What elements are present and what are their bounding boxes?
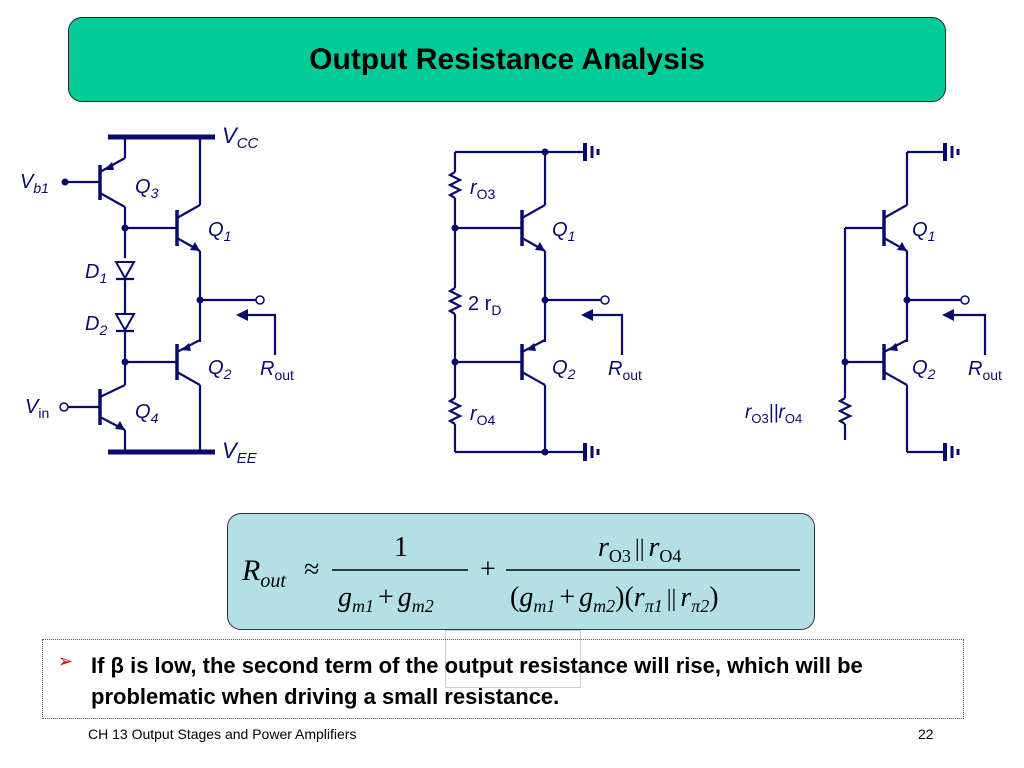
ro3-resistor bbox=[447, 171, 463, 199]
mid-rout-arrow bbox=[581, 309, 593, 321]
q1-arrow bbox=[190, 242, 200, 251]
q1-collector bbox=[176, 204, 201, 219]
mid-q2-label: Q2 bbox=[552, 357, 576, 382]
vcc-label: VCC bbox=[222, 123, 259, 152]
q4-label: Q4 bbox=[135, 401, 159, 426]
rout-label: Rout bbox=[260, 358, 294, 383]
footer-chapter: CH 13 Output Stages and Power Amplifiers bbox=[88, 726, 357, 742]
formula-den2: (gm1+gm2)(rπ1||rπ2) bbox=[510, 582, 719, 616]
q1-label: Q1 bbox=[208, 219, 231, 244]
mid-rout-label: Rout bbox=[608, 358, 642, 383]
title-banner: Output Resistance Analysis bbox=[68, 17, 946, 102]
right-q2-collector bbox=[883, 371, 908, 386]
right-q1-arrow bbox=[897, 242, 907, 251]
right-rout-arrow bbox=[942, 309, 954, 321]
right-rout-label: Rout bbox=[968, 358, 1002, 383]
note-inner-frame bbox=[445, 630, 581, 688]
right-circuit: rO3||rO4 Q1 Rout Q2 bbox=[745, 143, 1002, 461]
formula-lhs: Rout bbox=[241, 554, 286, 592]
vb1-label: Vb1 bbox=[20, 171, 49, 196]
q2-label: Q2 bbox=[208, 357, 232, 382]
bullet-arrow-icon: ➢ bbox=[58, 651, 74, 672]
ro4-resistor bbox=[447, 397, 463, 425]
rout-arrow bbox=[236, 309, 248, 321]
left-circuit: VCC VEE Vb1 Q3 Q1 D1 D2 bbox=[20, 123, 294, 467]
q4-arrow bbox=[115, 421, 125, 430]
d2-diode bbox=[114, 313, 136, 333]
right-rout-arrow-line bbox=[946, 313, 987, 355]
vin-terminal bbox=[59, 402, 69, 412]
mid-output-terminal bbox=[600, 295, 610, 305]
mid-q1-collector bbox=[521, 204, 546, 219]
formula-num2: rO3||rO4 bbox=[598, 532, 681, 566]
output-terminal bbox=[255, 295, 265, 305]
footer-page-number: 22 bbox=[918, 726, 934, 742]
rd-resistor bbox=[447, 287, 463, 315]
right-q1-label: Q1 bbox=[912, 219, 935, 244]
formula-num1: 1 bbox=[394, 532, 408, 563]
note-text: If β is low, the second term of the outp… bbox=[91, 653, 863, 709]
rout-arrow-line bbox=[240, 313, 277, 355]
mid-q1-arrow bbox=[535, 242, 545, 251]
slide-title: Output Resistance Analysis bbox=[309, 42, 705, 76]
right-q1-collector bbox=[883, 204, 908, 219]
d1-label: D1 bbox=[85, 261, 107, 286]
q3-collector bbox=[99, 192, 126, 208]
mid-q2-arrow bbox=[526, 343, 536, 351]
vee-label: VEE bbox=[222, 438, 258, 467]
rout-formula: Rout ≈ 1 gm1+gm2 + rO3||rO4 (gm1+gm2)(rπ… bbox=[241, 532, 800, 616]
q3-label: Q3 bbox=[135, 176, 159, 201]
right-q2-arrow bbox=[888, 343, 898, 351]
middle-circuit: rO3 2 rD rO4 Q1 Rout bbox=[447, 143, 642, 461]
vin-label: Vin bbox=[25, 396, 49, 421]
formula-den1: gm1+gm2 bbox=[338, 582, 434, 616]
d1-diode bbox=[114, 261, 136, 281]
rpar-label: rO3||rO4 bbox=[745, 402, 802, 426]
right-q2-label: Q2 bbox=[912, 357, 936, 382]
formula-box: Rout ≈ 1 gm1+gm2 + rO3||rO4 (gm1+gm2)(rπ… bbox=[227, 513, 815, 630]
ro4-label: rO4 bbox=[470, 403, 496, 428]
q4-collector bbox=[99, 384, 126, 398]
formula-approx: ≈ bbox=[304, 554, 319, 585]
d2-label: D2 bbox=[85, 313, 107, 338]
mid-q1-label: Q1 bbox=[552, 219, 575, 244]
q2-arrow bbox=[181, 343, 191, 351]
rd-label: 2 rD bbox=[468, 293, 501, 318]
ro3-label: rO3 bbox=[470, 177, 496, 202]
formula-plus: + bbox=[480, 554, 496, 585]
rpar-resistor bbox=[837, 397, 853, 425]
q2-collector bbox=[176, 371, 201, 386]
vb1-node bbox=[61, 178, 69, 186]
mid-rout-arrow-line bbox=[585, 313, 624, 355]
mid-q2-collector bbox=[521, 371, 546, 386]
right-output-terminal bbox=[960, 295, 970, 305]
note-box bbox=[42, 639, 964, 719]
q3-arrow bbox=[104, 162, 114, 170]
